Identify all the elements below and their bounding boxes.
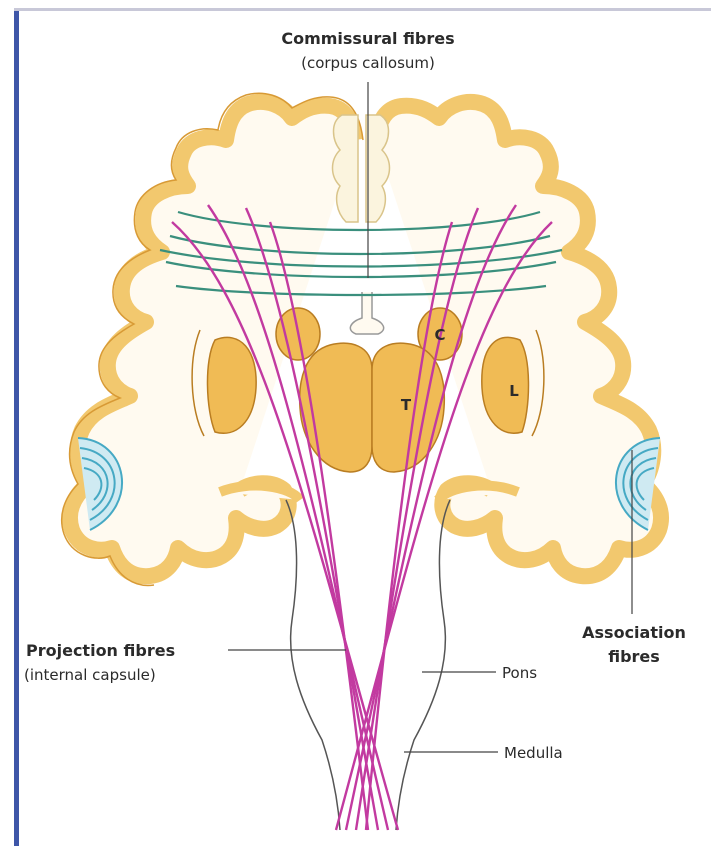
projection-subtitle: (internal capsule) — [24, 666, 156, 684]
pons-label: Pons — [502, 664, 537, 682]
thalamus-label: T — [401, 396, 412, 414]
commissural-title: Commissural fibres — [281, 29, 454, 48]
projection-title: Projection fibres — [26, 641, 175, 660]
association-title-line1: Association — [582, 623, 686, 642]
lentiform-label: L — [509, 382, 519, 400]
frame-left-border — [14, 10, 19, 846]
commissural-subtitle: (corpus callosum) — [301, 54, 435, 72]
association-title-line2: fibres — [608, 647, 660, 666]
medulla-label: Medulla — [504, 744, 563, 762]
caudate-label: C — [434, 326, 445, 344]
frame-top-border — [14, 8, 711, 11]
